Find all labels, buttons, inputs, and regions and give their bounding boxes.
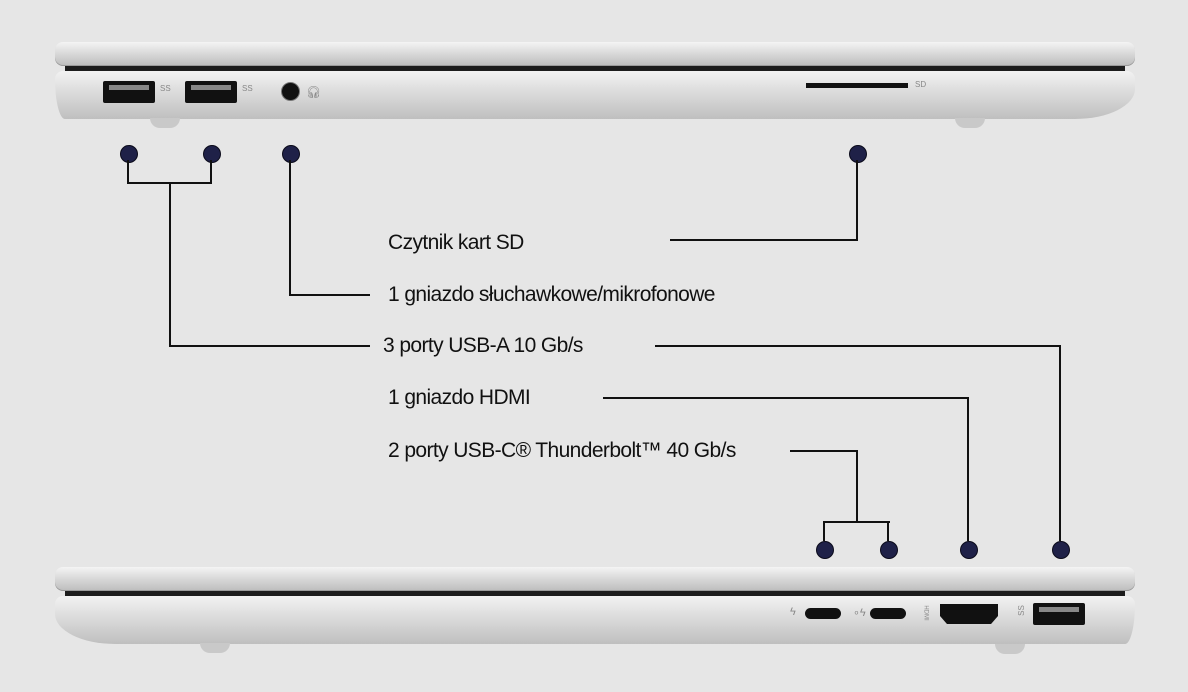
usb-a-port: [103, 81, 155, 103]
label-hdmi: 1 gniazdo HDMI: [388, 386, 531, 409]
leader-line: [603, 397, 969, 399]
foot: [200, 643, 230, 653]
headphone-icon: 🎧︎: [306, 85, 322, 99]
leader-line: [289, 160, 291, 296]
callout-dot-usb-a-3: [1052, 541, 1070, 559]
leader-line: [670, 239, 858, 241]
leader-line: [887, 521, 889, 541]
usb-c-port: [805, 608, 841, 619]
leader-line: [289, 294, 370, 296]
leader-line: [823, 521, 890, 523]
sd-card-slot: [806, 83, 908, 88]
callout-dot-hdmi: [960, 541, 978, 559]
callout-dot-usb-c-1: [816, 541, 834, 559]
foot: [955, 118, 985, 128]
usb-c-port: [870, 608, 906, 619]
hinge-gap: [65, 589, 1125, 596]
leader-line: [1059, 345, 1061, 541]
leader-line: [967, 397, 969, 541]
leader-line: [790, 450, 858, 452]
callout-dot-audio: [282, 145, 300, 163]
hdmi-marking: HDMI: [922, 605, 929, 621]
laptop-lid: [55, 567, 1135, 591]
ss-marking: SS: [1016, 605, 1026, 616]
sd-marking: SD: [915, 80, 927, 89]
usb-a-port: [1033, 603, 1085, 625]
hinge-gap: [65, 64, 1125, 71]
leader-line: [856, 160, 858, 241]
leader-line: [169, 345, 370, 347]
thunderbolt-icon: ϟ: [790, 606, 796, 618]
callout-dot-usb-a-2: [203, 145, 221, 163]
label-usb-a: 3 porty USB-A 10 Gb/s: [383, 334, 583, 357]
foot: [995, 644, 1025, 654]
leader-line: [210, 160, 212, 184]
leader-line: [655, 345, 1061, 347]
label-thunderbolt: 2 porty USB-C® Thunderbolt™ 40 Gb/s: [388, 439, 736, 462]
label-audio-jack: 1 gniazdo słuchawkowe/mikrofonowe: [388, 283, 715, 306]
leader-line: [127, 160, 129, 184]
charging-thunderbolt-icon: ∘ϟ: [853, 607, 866, 619]
callout-dot-sd: [849, 145, 867, 163]
ss-marking: SS: [160, 84, 171, 93]
ss-marking: SS: [242, 84, 253, 93]
audio-jack: [281, 82, 300, 101]
laptop-lid: [55, 42, 1135, 66]
callout-dot-usb-c-2: [880, 541, 898, 559]
foot: [150, 118, 180, 128]
usb-a-port: [185, 81, 237, 103]
leader-line: [823, 521, 825, 541]
callout-dot-usb-a-1: [120, 145, 138, 163]
leader-line: [169, 182, 171, 347]
label-sd-reader: Czytnik kart SD: [388, 231, 524, 254]
hdmi-port: [940, 604, 998, 624]
leader-line: [856, 450, 858, 523]
